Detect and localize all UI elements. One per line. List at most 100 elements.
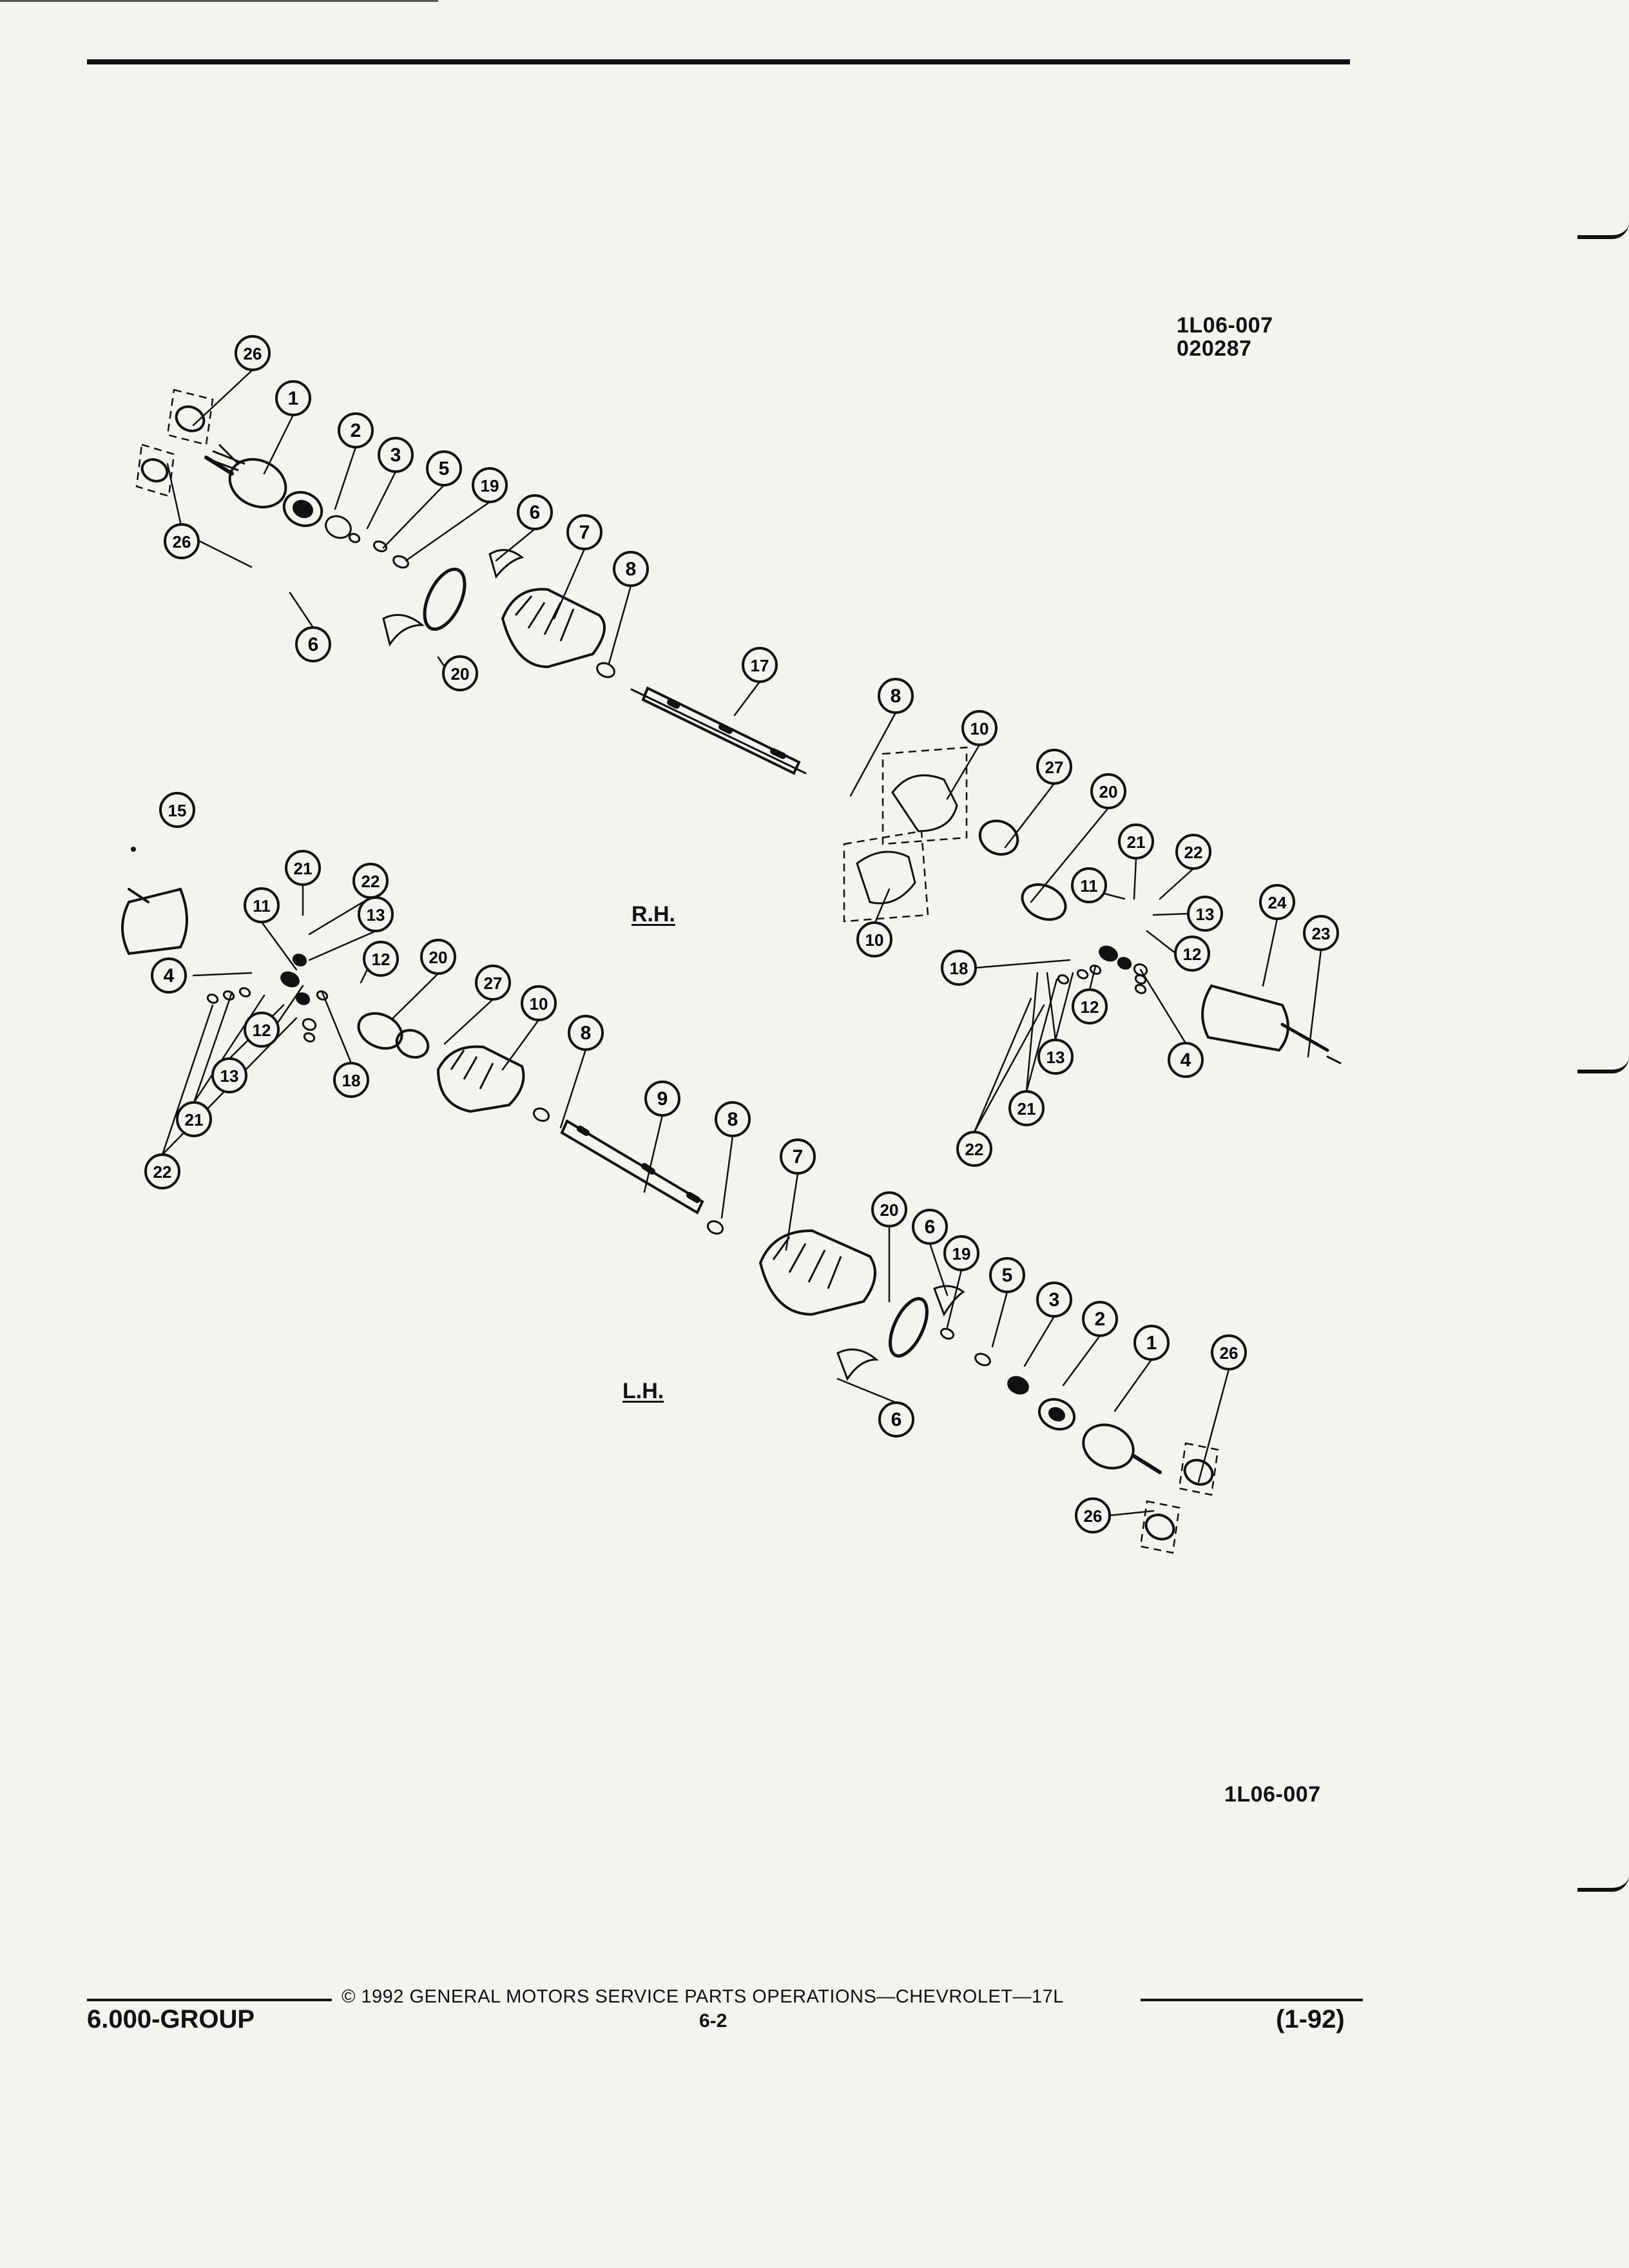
callout-number: 2 xyxy=(351,420,361,441)
scan-dot xyxy=(131,847,136,852)
leader-line xyxy=(192,972,253,977)
leader-line xyxy=(308,930,377,961)
lh-outer-joint-housing xyxy=(1082,1423,1135,1470)
callout-number: 4 xyxy=(164,965,175,986)
callout-number: 3 xyxy=(390,445,401,466)
rh-inner-boot xyxy=(891,774,958,832)
rh-spider xyxy=(1099,945,1118,962)
leader-line xyxy=(785,1172,799,1251)
rh-spring xyxy=(1326,1055,1342,1064)
callout-circle xyxy=(1168,1042,1204,1078)
callout-circle xyxy=(358,896,394,932)
callout-circle xyxy=(378,437,414,473)
callout-circle xyxy=(244,1012,280,1048)
callout-number: 4 xyxy=(1181,1050,1191,1071)
binder-mark xyxy=(1577,1875,1629,1892)
callout-number: 20 xyxy=(1099,782,1118,802)
leader-line xyxy=(161,1004,214,1156)
callout-number: 1 xyxy=(1146,1332,1157,1354)
lh-needle xyxy=(206,994,219,1004)
lh-ring-19 xyxy=(940,1327,955,1340)
callout-21: 21 xyxy=(1118,823,1154,860)
lh-needle xyxy=(222,990,235,1001)
leader-line xyxy=(382,484,445,549)
leader-line xyxy=(1023,1315,1055,1367)
leader-line xyxy=(1004,782,1055,849)
callout-circle xyxy=(878,1401,914,1437)
rh-seal-26 xyxy=(175,405,206,432)
rh-cage xyxy=(282,491,323,527)
leader-line xyxy=(392,972,439,1019)
callout-circle xyxy=(856,921,892,957)
lh-clamp-8b xyxy=(706,1220,724,1235)
callout-circle xyxy=(151,957,187,994)
callout-circle xyxy=(275,380,311,416)
callout-circle xyxy=(1118,823,1154,860)
callout-18: 18 xyxy=(941,950,977,986)
lh-needle xyxy=(238,987,251,997)
callout-number: 23 xyxy=(1312,924,1331,943)
callout-12: 12 xyxy=(1174,936,1210,972)
figure-number: 020287 xyxy=(1177,336,1252,361)
callout-number: 6 xyxy=(891,1409,902,1430)
leader-line xyxy=(1159,867,1195,900)
callout-12: 12 xyxy=(244,1012,280,1048)
callout-number: 5 xyxy=(439,458,450,479)
leader-line xyxy=(1133,857,1137,900)
callout-26: 26 xyxy=(1211,1334,1247,1370)
leader-line xyxy=(1152,912,1190,916)
callout-circle xyxy=(1036,1282,1072,1318)
lh-washer xyxy=(316,990,329,1001)
right-hand-label: R.H. xyxy=(631,902,675,927)
callout-13: 13 xyxy=(1187,896,1223,932)
callout-circle xyxy=(871,1191,907,1227)
callout-number: 7 xyxy=(579,522,590,543)
callout-24: 24 xyxy=(1259,884,1295,920)
callout-27: 27 xyxy=(475,965,511,1001)
callout-number: 8 xyxy=(626,559,637,580)
callout-12: 12 xyxy=(1072,988,1108,1024)
callout-number: 20 xyxy=(880,1200,899,1220)
callout-circle xyxy=(956,1131,992,1167)
callout-number: 9 xyxy=(657,1088,668,1110)
leader-line xyxy=(1197,1368,1230,1483)
callout-number: 22 xyxy=(965,1140,984,1159)
leader-line xyxy=(1054,972,1074,1041)
callout-22: 22 xyxy=(956,1131,992,1167)
leader-line xyxy=(1025,972,1039,1093)
rh-inner-boot-frame xyxy=(882,746,968,845)
callout-18: 18 xyxy=(333,1062,369,1098)
callout-circle xyxy=(1072,988,1108,1024)
callout-21: 21 xyxy=(285,850,321,886)
callout-2: 2 xyxy=(338,412,374,448)
callout-circle xyxy=(338,412,374,448)
callout-number: 11 xyxy=(1080,876,1098,896)
callout-number: 20 xyxy=(429,948,448,967)
lh-washer xyxy=(303,1032,316,1043)
callout-number: 8 xyxy=(891,686,901,707)
callout-number: 10 xyxy=(865,930,884,950)
leader-line xyxy=(1108,1510,1155,1517)
callout-number: 20 xyxy=(451,664,470,684)
rh-boot xyxy=(501,588,606,669)
callout-22: 22 xyxy=(1175,834,1211,870)
callout-number: 18 xyxy=(342,1071,361,1090)
callout-number: 22 xyxy=(361,872,380,891)
rh-retainer-27 xyxy=(978,820,1019,856)
callout-26: 26 xyxy=(164,523,200,559)
leader-line xyxy=(166,463,183,530)
lh-tripot-housing xyxy=(121,887,188,956)
callout-7: 7 xyxy=(566,514,602,550)
rh-clamp-8 xyxy=(596,662,615,678)
callout-circle xyxy=(285,850,321,886)
lh-seal-ring-20 xyxy=(357,1012,403,1050)
callout-number: 15 xyxy=(168,801,187,820)
rh-tripot-housing xyxy=(1201,984,1289,1052)
callout-number: 27 xyxy=(484,974,503,993)
leader-line xyxy=(973,997,1032,1133)
callout-6: 6 xyxy=(517,494,553,530)
rh-halfshaft xyxy=(641,686,801,775)
rh-seal-26b xyxy=(140,458,169,483)
left-hand-label: L.H. xyxy=(622,1379,664,1403)
